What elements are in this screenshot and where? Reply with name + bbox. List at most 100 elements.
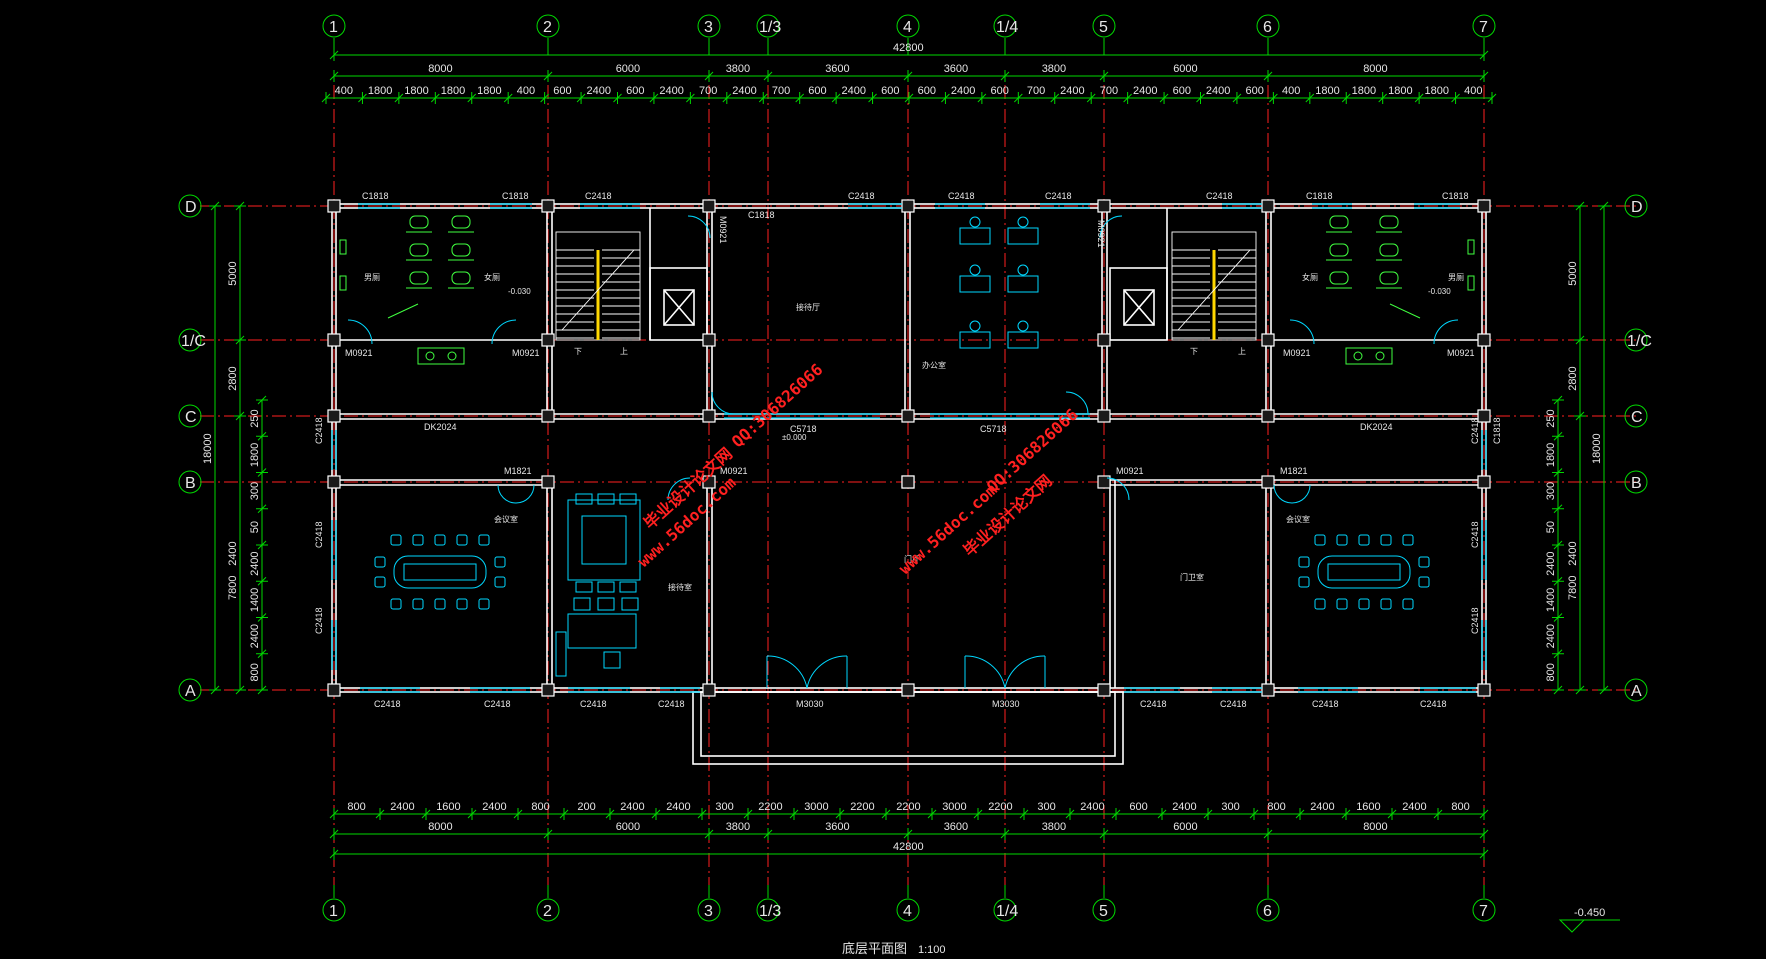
dim-bottom-detail-23: 2400 — [1402, 801, 1426, 813]
dim-bottom-major-3: 3600 — [825, 821, 849, 833]
drawing-title: 底层平面图 — [842, 941, 907, 956]
axis-bubble-1-3: 1/3 — [759, 903, 781, 920]
dim-top-major-1: 6000 — [616, 63, 640, 75]
room-label-6: 会议室 — [494, 514, 518, 524]
dim-side-parts-L-2: 2400 — [227, 541, 239, 565]
axis-bubble-1-4: 1/4 — [996, 19, 1018, 36]
dim-side-parts-R-1: 2800 — [1567, 366, 1579, 390]
floor-level-mark: ±0.000 — [782, 433, 807, 442]
dim-side-parts-R-2: 2400 — [1567, 541, 1579, 565]
ground-level-value: -0.450 — [1574, 907, 1605, 919]
dim-top-detail-20: 2400 — [1060, 85, 1084, 97]
axis-bubble-D: D — [185, 199, 197, 216]
wc-level-left: -0.030 — [508, 287, 531, 296]
door-label-8: M1821 — [504, 466, 532, 476]
dim-side-detail-R-3: 50 — [1545, 521, 1557, 533]
room-label-10: 门卫室 — [1180, 572, 1204, 582]
axis-bubble-C: C — [185, 409, 197, 426]
dim-side-7800-L: 7800 — [227, 576, 239, 600]
dim-bottom-detail-15: 300 — [1037, 801, 1055, 813]
dim-top-detail-24: 2400 — [1206, 85, 1230, 97]
dim-top-major-0: 8000 — [428, 63, 452, 75]
door-label-7: M0921 — [1116, 466, 1144, 476]
door-label-5: M0921 — [1096, 220, 1106, 248]
window-label-2: C2418 — [585, 191, 612, 201]
room-label-9: 门厅 — [904, 554, 920, 564]
dim-top-detail-14: 2400 — [842, 85, 866, 97]
window-label-7: C1818 — [1306, 191, 1333, 201]
room-label-7: 会议室 — [1286, 514, 1310, 524]
dim-bottom-detail-2: 1600 — [436, 801, 460, 813]
door-label-9: M1821 — [1280, 466, 1308, 476]
dim-top-detail-6: 600 — [553, 85, 571, 97]
dim-top-major-7: 8000 — [1363, 63, 1387, 75]
dim-bottom-detail-10: 3000 — [804, 801, 828, 813]
dim-top-detail-10: 700 — [699, 85, 717, 97]
dim-top-major-6: 6000 — [1173, 63, 1197, 75]
dim-bottom-detail-8: 300 — [715, 801, 733, 813]
dim-top-detail-21: 700 — [1100, 85, 1118, 97]
window-label-5: C2418 — [1045, 191, 1072, 201]
axis-bubble-B: B — [1631, 475, 1642, 492]
dim-top-major-3: 3600 — [825, 63, 849, 75]
window-label-24: C1818 — [1492, 417, 1502, 444]
door-label-15: DK2024 — [1360, 422, 1393, 432]
dim-bottom-major-7: 8000 — [1363, 821, 1387, 833]
window-label-3: C2418 — [848, 191, 875, 201]
axis-bubble-6: 6 — [1263, 903, 1272, 920]
window-label-14: C2418 — [1220, 699, 1247, 709]
dim-top-major-5: 3800 — [1042, 63, 1066, 75]
room-label-1: 女厕 — [484, 272, 500, 282]
ground-level-mark — [1558, 919, 1620, 933]
dim-bottom-detail-9: 2200 — [758, 801, 782, 813]
dim-side-detail-L-4: 2400 — [249, 551, 261, 575]
dim-top-detail-29: 1800 — [1388, 85, 1412, 97]
dim-side-detail-R-0: 250 — [1545, 409, 1557, 427]
dim-top-detail-19: 700 — [1027, 85, 1045, 97]
dim-top-detail-22: 2400 — [1133, 85, 1157, 97]
dim-bottom-detail-24: 800 — [1451, 801, 1469, 813]
dim-bottom-detail-5: 200 — [577, 801, 595, 813]
door-label-6: M0921 — [720, 466, 748, 476]
room-label-0: 男厕 — [364, 273, 380, 282]
dim-bottom-detail-7: 2400 — [666, 801, 690, 813]
watermark-qq: QQ:306826066 — [728, 360, 827, 451]
stair-label-3: 上 — [1238, 347, 1246, 356]
dim-top-detail-27: 1800 — [1315, 85, 1339, 97]
stair-label-1: 上 — [620, 347, 628, 356]
dim-top-major-2: 3800 — [726, 63, 750, 75]
dim-top-detail-8: 600 — [626, 85, 644, 97]
axis-bubble-6: 6 — [1263, 19, 1272, 36]
dim-side-detail-L-6: 2400 — [249, 624, 261, 648]
dim-side-detail-R-1: 1800 — [1545, 443, 1557, 467]
axis-grid — [200, 85, 1640, 885]
door-label-1: M0921 — [512, 348, 540, 358]
window-label-15: C2418 — [1312, 699, 1339, 709]
door-label-11: M3030 — [992, 699, 1020, 709]
dim-top-detail-2: 1800 — [404, 85, 428, 97]
window-label-21: C2418 — [1470, 607, 1480, 634]
axis-bubble-D: D — [1631, 199, 1643, 216]
axis-bubble-1-3: 1/3 — [759, 19, 781, 36]
dim-side-parts-L-1: 2800 — [227, 366, 239, 390]
window-label-6: C2418 — [1206, 191, 1233, 201]
dim-bottom-major-0: 8000 — [428, 821, 452, 833]
dim-side-parts-R-0: 5000 — [1567, 261, 1579, 285]
dim-top-detail-4: 1800 — [477, 85, 501, 97]
dim-bottom-detail-11: 2200 — [850, 801, 874, 813]
dim-side-detail-R-5: 1400 — [1545, 588, 1557, 612]
window-label-1: C1818 — [502, 191, 529, 201]
room-label-5: 办公室 — [922, 360, 946, 370]
doors — [347, 215, 1459, 689]
walls — [331, 203, 1487, 765]
dim-top-detail-9: 2400 — [659, 85, 683, 97]
axis-bubble-1-C: 1/C — [181, 333, 206, 350]
door-label-4: M0921 — [718, 216, 728, 244]
dim-side-detail-L-0: 250 — [249, 409, 261, 427]
room-label-8: 接待室 — [668, 582, 692, 592]
axis-bubble-1-C: 1/C — [1627, 333, 1652, 350]
dim-top-detail-28: 1800 — [1352, 85, 1376, 97]
structural-columns — [327, 199, 1491, 697]
